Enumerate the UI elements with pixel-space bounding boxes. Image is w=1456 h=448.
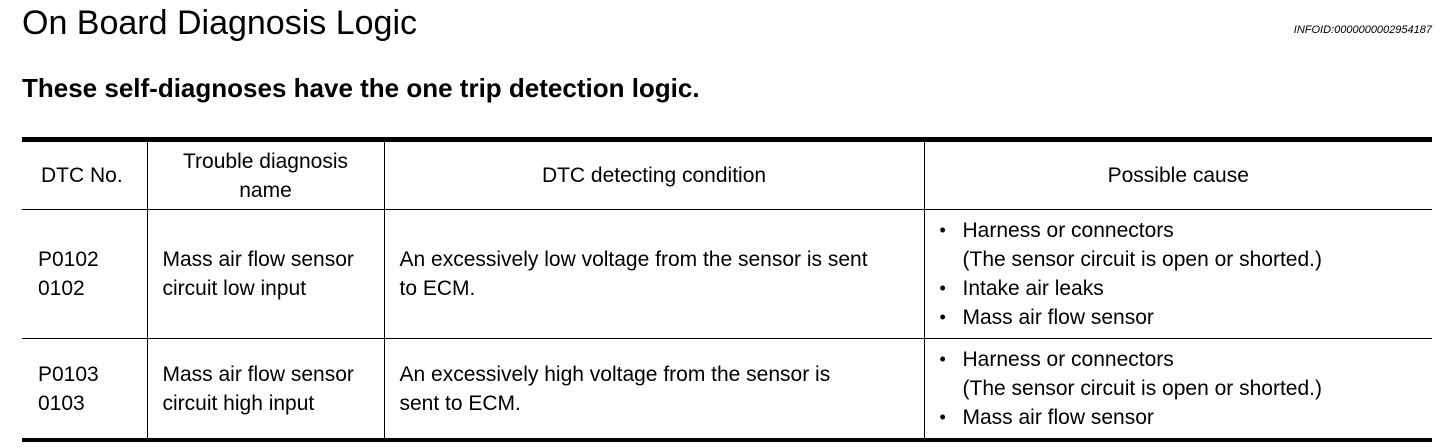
header-trouble-name-line2: name — [239, 178, 292, 202]
cause-main: Harness or connectors — [962, 219, 1174, 242]
list-item: Mass air flow sensor — [940, 403, 1433, 432]
header-trouble-diagnosis-name: Trouble diagnosis name — [146, 139, 385, 210]
trouble-name-line2: circuit low input — [162, 277, 307, 300]
cause-sub: (The sensor circuit is open or shorted.) — [962, 248, 1322, 271]
header-detecting-condition: DTC detecting condition — [383, 139, 925, 210]
header-possible-cause: Possible cause — [923, 139, 1432, 210]
cause-list: Harness or connectors (The sensor circui… — [940, 216, 1433, 332]
detecting-condition-cell: An excessively high voltage from the sen… — [383, 338, 925, 441]
possible-cause-cell: Harness or connectors (The sensor circui… — [923, 209, 1433, 339]
page-title: On Board Diagnosis Logic — [22, 4, 418, 42]
dtc-code-short: 0102 — [38, 277, 85, 300]
trouble-name-line2: circuit high input — [162, 391, 315, 415]
list-item: Mass air flow sensor — [940, 303, 1433, 332]
cause-sub: (The sensor circuit is open or shorted.) — [962, 377, 1322, 400]
cause-main: Harness or connectors — [962, 348, 1174, 371]
table-row: P0102 0102 Mass air flow sensor circuit … — [22, 209, 1433, 339]
trouble-name-cell: Mass air flow sensor circuit low input — [146, 209, 385, 339]
cause-main: Intake air leaks — [962, 277, 1104, 300]
condition-line2: sent to ECM. — [399, 391, 521, 415]
cause-main: Mass air flow sensor — [962, 306, 1154, 329]
list-item: Harness or connectors (The sensor circui… — [940, 216, 1433, 274]
cause-list: Harness or connectors (The sensor circui… — [940, 345, 1433, 432]
section-subtitle: These self-diagnoses have the one trip d… — [22, 73, 700, 103]
table-row: P0103 0103 Mass air flow sensor circuit … — [22, 338, 1433, 441]
header-dtc-no: DTC No. — [22, 139, 148, 210]
dtc-code-cell: P0102 0102 — [22, 209, 148, 339]
dtc-code-short: 0103 — [38, 391, 85, 415]
dtc-code: P0103 — [38, 362, 99, 386]
condition-line1: An excessively high voltage from the sen… — [399, 362, 831, 386]
table-header-row: DTC No. Trouble diagnosis name DTC detec… — [22, 139, 1432, 210]
trouble-name-line1: Mass air flow sensor — [162, 248, 354, 271]
trouble-name-cell: Mass air flow sensor circuit high input — [146, 338, 385, 441]
dtc-table: DTC No. Trouble diagnosis name DTC detec… — [22, 137, 1432, 442]
list-item: Intake air leaks — [940, 274, 1433, 303]
possible-cause-cell: Harness or connectors (The sensor circui… — [923, 338, 1433, 441]
cause-main: Mass air flow sensor — [962, 406, 1154, 429]
condition-line1: An excessively low voltage from the sens… — [399, 248, 868, 271]
dtc-code-cell: P0103 0103 — [22, 338, 148, 441]
condition-line2: to ECM. — [399, 277, 476, 300]
dtc-code: P0102 — [38, 248, 99, 271]
header-trouble-name-line1: Trouble diagnosis — [183, 149, 348, 173]
detecting-condition-cell: An excessively low voltage from the sens… — [383, 209, 925, 339]
info-id: INFOID:0000000002954187 — [1293, 24, 1432, 36]
trouble-name-line1: Mass air flow sensor — [162, 362, 354, 386]
list-item: Harness or connectors (The sensor circui… — [940, 345, 1433, 403]
